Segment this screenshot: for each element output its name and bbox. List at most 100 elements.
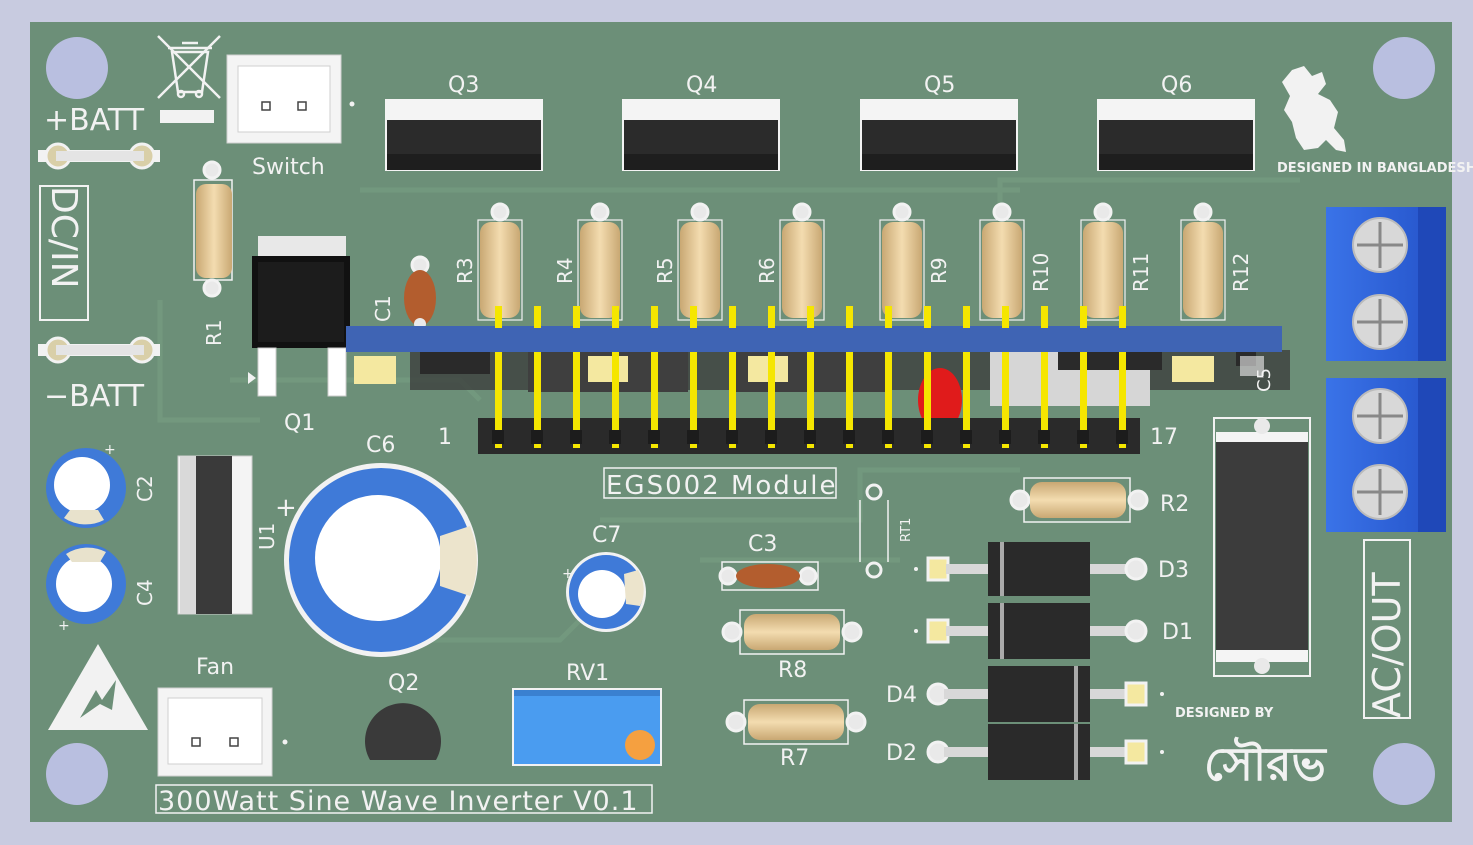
egs002-module-pcb xyxy=(346,326,1282,352)
diode-d4 xyxy=(926,666,1164,722)
resistor-vertical xyxy=(879,202,925,321)
dc-in-label: DC/IN xyxy=(43,186,84,289)
ref-q2: Q2 xyxy=(388,671,419,696)
ref-u1: U1 xyxy=(255,523,279,550)
mosfet-q4 xyxy=(622,99,780,171)
ref-d1: D1 xyxy=(1162,620,1193,645)
diode-d2 xyxy=(926,724,1164,780)
capacitor-c6: + xyxy=(275,463,478,657)
diode-d3 xyxy=(914,542,1148,596)
ref-q1: Q1 xyxy=(284,411,315,436)
designer-signature: সৌরভ xyxy=(1204,737,1328,791)
ref-r12: R12 xyxy=(1229,253,1253,292)
esd-warning-icon xyxy=(48,644,148,730)
resistor-r1 xyxy=(193,160,233,298)
capacitor-c5 xyxy=(1240,356,1264,376)
resistor-r8 xyxy=(721,609,863,655)
ref-r6: R6 xyxy=(755,257,779,284)
ref-c5: C5 xyxy=(1254,368,1275,392)
ac-out-box xyxy=(1363,539,1411,719)
designed-by-label: DESIGNED BY xyxy=(1175,706,1274,721)
switch-connector xyxy=(226,54,355,144)
fan-label: Fan xyxy=(196,655,234,680)
ref-r11: R11 xyxy=(1129,253,1153,292)
ref-d2: D2 xyxy=(886,741,917,766)
thermistor-rt1 xyxy=(859,483,889,579)
resistor-vertical xyxy=(677,202,723,321)
batt-neg-pads xyxy=(38,336,160,364)
transistor-q2 xyxy=(365,703,441,760)
batt-pos-pads xyxy=(38,142,160,170)
board-title: 300Watt Sine Wave Inverter V0.1 xyxy=(158,786,639,817)
ref-r4: R4 xyxy=(553,257,577,284)
switch-label: Switch xyxy=(252,155,325,180)
fuse-holder xyxy=(1213,417,1311,677)
ref-c7: C7 xyxy=(592,523,621,548)
ref-c3: C3 xyxy=(748,532,777,557)
resistor-vertical xyxy=(477,202,523,321)
ref-r2: R2 xyxy=(1160,492,1189,517)
ref-rt1: RT1 xyxy=(899,518,914,542)
module-top-pins xyxy=(495,306,1126,392)
capacitor-c4: + xyxy=(46,544,126,634)
screw-terminal-ac xyxy=(1326,378,1446,532)
svg-text:+: + xyxy=(275,493,297,523)
resistor-vertical xyxy=(1080,202,1126,321)
resistor-vertical xyxy=(979,202,1025,321)
header-pin-first: 1 xyxy=(438,425,452,450)
trimmer-rv1 xyxy=(512,688,662,766)
ref-q4: Q4 xyxy=(686,73,717,98)
svg-text:+: + xyxy=(562,566,574,582)
resistor-row xyxy=(477,202,1226,321)
ref-c4: C4 xyxy=(133,579,157,606)
svg-text:+: + xyxy=(58,618,70,634)
ref-c1: C1 xyxy=(371,295,395,322)
mounting-holes xyxy=(46,37,1435,805)
ref-r10: R10 xyxy=(1029,253,1053,292)
header-pins xyxy=(492,392,1128,448)
mosfet-q3 xyxy=(385,99,543,171)
capacitor-c3 xyxy=(718,561,819,591)
ref-q3: Q3 xyxy=(448,73,479,98)
weee-bar xyxy=(160,110,214,123)
ref-r3: R3 xyxy=(453,257,477,284)
resistor-r2 xyxy=(1009,477,1149,523)
batt-pos-label: +BATT xyxy=(44,103,145,138)
ac-out-label: AC/OUT xyxy=(1365,572,1409,718)
ref-r9: R9 xyxy=(927,257,951,284)
capacitor-c7: + xyxy=(562,552,646,632)
ref-r7: R7 xyxy=(780,746,809,771)
screw-terminal-dc xyxy=(1326,207,1446,361)
module-label: EGS002 Module xyxy=(606,471,838,501)
ref-r5: R5 xyxy=(653,257,677,284)
header-pin-last: 17 xyxy=(1150,425,1178,450)
ref-d4: D4 xyxy=(886,683,917,708)
mosfet-q5 xyxy=(860,99,1018,171)
batt-neg-label: −BATT xyxy=(44,379,145,414)
resistor-vertical xyxy=(577,202,623,321)
ref-rv1: RV1 xyxy=(566,661,609,686)
bangladesh-map-icon xyxy=(1282,66,1346,152)
dc-in-box xyxy=(39,185,89,321)
designed-in-label: DESIGNED IN BANGLADESH xyxy=(1277,161,1473,176)
mosfet-q6 xyxy=(1097,99,1255,171)
resistor-vertical xyxy=(1180,202,1226,321)
bridge-u1 xyxy=(177,455,253,615)
svg-text:+: + xyxy=(104,442,116,458)
resistor-vertical xyxy=(779,202,825,321)
ref-r8: R8 xyxy=(778,658,807,683)
ref-q5: Q5 xyxy=(924,73,955,98)
ref-c6: C6 xyxy=(366,433,395,458)
diode-d1 xyxy=(914,603,1148,659)
capacitor-c2: + xyxy=(46,442,126,528)
ref-r1: R1 xyxy=(202,319,226,346)
ref-q6: Q6 xyxy=(1161,73,1192,98)
resistor-r7 xyxy=(725,699,867,745)
regulator-q1 xyxy=(248,236,350,397)
fan-connector xyxy=(157,687,288,777)
ref-d3: D3 xyxy=(1158,558,1189,583)
ref-c2: C2 xyxy=(133,475,157,502)
crossed-out-bin-icon xyxy=(157,35,221,99)
